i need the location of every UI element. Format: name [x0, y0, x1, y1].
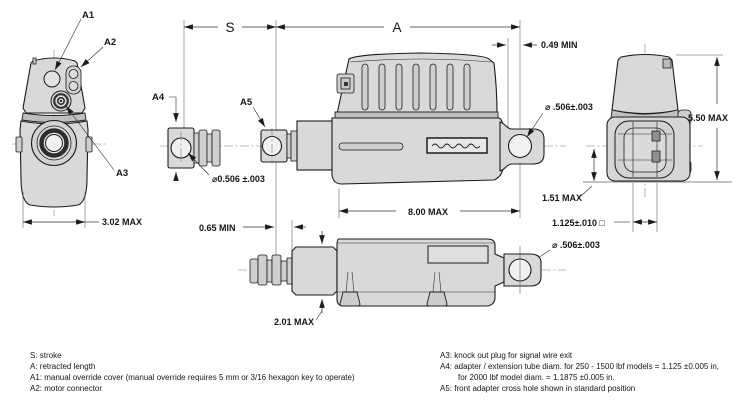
- dim-550-label: 5.50 MAX: [688, 113, 728, 123]
- side-view-top: S A 0.49 MIN A4 ⌀0.506 ±.003: [152, 19, 593, 256]
- front-adapter-housing: [296, 120, 338, 171]
- dim-stroke: S: [184, 19, 276, 35]
- end-adapter-boss: [614, 120, 675, 179]
- a2-leader: [80, 46, 104, 68]
- dim-201: 2.01 MAX: [274, 231, 325, 327]
- callout-a2: A2: [104, 37, 116, 48]
- a1-leader: [54, 18, 82, 71]
- callout-a5: A5: [240, 97, 253, 108]
- side-view-bottom: 0.65 MIN 2.01 MAX: [199, 220, 566, 327]
- callout-a4: A4: [152, 92, 165, 103]
- brand-logo-plate: [426, 137, 488, 154]
- legend-a4-line1: A4: adapter / extension tube diam. for 2…: [440, 362, 719, 371]
- nameplate: [427, 245, 489, 264]
- rear-pin-hole-top: [507, 133, 533, 159]
- rear-adapter-a4: A4 ⌀0.506 ±.003: [152, 92, 265, 184]
- dim-506-a4-label: ⌀0.506 ±.003: [212, 174, 265, 184]
- motor-cover: [336, 52, 498, 115]
- dim-800-label: 8.00 MAX: [408, 207, 448, 217]
- dim-1125-label: 1.125±.010 □: [552, 218, 605, 228]
- dim-302: 3.02 MAX: [22, 192, 142, 228]
- front-adapter-a5: A5: [240, 97, 338, 171]
- legend-retracted: A: retracted length: [30, 362, 95, 371]
- dim-1125: 1.125±.010 □: [552, 183, 658, 232]
- dim-506-bottom: ⌀ .506±.003: [531, 240, 600, 263]
- front-vent-tab: [32, 57, 37, 65]
- a3-leader: [65, 105, 115, 171]
- legend: S: stroke A: retracted length A1: manual…: [30, 351, 719, 393]
- dim-049-label: 0.49 MIN: [541, 40, 578, 50]
- gear-housing: [331, 111, 504, 185]
- dim-151-label: 1.51 MAX: [542, 193, 582, 203]
- dim-302-label: 3.02 MAX: [102, 217, 142, 227]
- dim-201-label: 2.01 MAX: [274, 317, 314, 327]
- knockout-plug: [50, 90, 72, 112]
- front-separation-band: [21, 112, 87, 123]
- dim-151: 1.51 MAX: [542, 149, 597, 203]
- callout-a3: A3: [116, 168, 128, 179]
- dim-retracted: A: [276, 19, 520, 35]
- dim-506-bottom-label: ⌀ .506±.003: [552, 240, 600, 250]
- dim-stroke-label: S: [225, 20, 234, 35]
- dim-retracted-label: A: [392, 20, 401, 35]
- dim-049: 0.49 MIN: [492, 40, 578, 50]
- legend-a4-line2: for 2000 lbf model diam. = 1.1875 ±0.005…: [458, 373, 615, 382]
- motor-connector-side: [336, 73, 355, 94]
- legend-a2: A2: motor connector: [30, 384, 102, 393]
- front-adapter-boss: [30, 119, 78, 167]
- dim-800: 8.00 MAX: [338, 188, 520, 218]
- rear-clevis-bottom: [503, 246, 542, 294]
- front-view: A1 A2 A3 3.02 MAX: [12, 10, 142, 228]
- front-adapter-housing-bottom: [291, 246, 338, 296]
- mounting-foot-rear: [426, 271, 448, 307]
- dim-550: 5.50 MAX: [676, 54, 728, 180]
- mounting-foot-front: [339, 271, 361, 307]
- end-view: 5.50 MAX 1.51 MAX 1.125±.010 □ ⌀ .506±.0…: [531, 44, 732, 263]
- legend-stroke: S: stroke: [30, 351, 62, 360]
- legend-a1: A1: manual override cover (manual overri…: [30, 373, 355, 382]
- callout-a1: A1: [82, 10, 95, 21]
- dim-065-label: 0.65 MIN: [199, 223, 236, 233]
- dim-065: 0.65 MIN: [199, 220, 306, 250]
- dim-506-top-label: ⌀ .506±.003: [545, 102, 593, 112]
- rear-clevis-top: ⌀ .506±.003: [499, 102, 593, 172]
- manual-override-cover: [43, 70, 61, 88]
- front-left-tab: [15, 136, 23, 153]
- legend-a5: A5: front adapter cross hole shown in st…: [440, 384, 635, 393]
- legend-a3: A3: knock out plug for signal wire exit: [440, 351, 573, 360]
- extension-tube-nose: [249, 254, 293, 286]
